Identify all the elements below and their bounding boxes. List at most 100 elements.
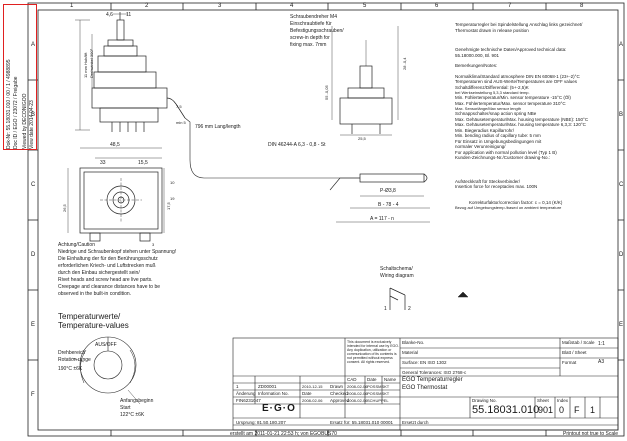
note-line: Schnappschalter/snap action spring NBe <box>455 111 537 116</box>
hub-label: 11 mm Hub/lift <box>83 52 88 79</box>
note-line: Min. Biegeradius Kapillarrohr/ <box>455 127 515 133</box>
start-label-en: Start <box>120 405 131 411</box>
caution-line: Creepage and clearance distances have to… <box>58 284 161 290</box>
note-line: Für Einsatz in Umgebungsbedingungen mit <box>455 138 542 144</box>
sensor-length: B - 78 - 4 <box>378 202 399 208</box>
col-label-6: 6 <box>435 3 439 9</box>
dim-min5: min 5 <box>176 120 186 125</box>
note-line: normaler Verunreinigung/ <box>455 144 506 149</box>
note-line: Min. Fühlertemperatur/Min. sensor temper… <box>455 95 571 100</box>
screw-label: Schraubendreher M4 <box>290 14 337 20</box>
caution-line: durch den Einbau sichergestellt sein/ <box>58 270 140 276</box>
index-label: Index <box>557 398 569 403</box>
sheet-number: 901 <box>538 405 554 415</box>
origin: Ursprung: 81.50.180.207 <box>236 420 286 425</box>
front-view <box>67 147 165 242</box>
note-line: Normalklima/Standard atmosphere DIN EN 6… <box>455 73 580 79</box>
screw-line4: fixing max. 7mm <box>290 42 327 48</box>
col-label-1: 1 <box>70 3 74 9</box>
notes-block: Temperaturregler bei Spindelstellung Ans… <box>455 22 625 210</box>
row-label-d-right: D <box>619 252 624 258</box>
page-number: 1 <box>590 405 596 415</box>
tolerance-label: General Tolerances: ISO 2768-c <box>402 370 467 375</box>
caution-line: observed in the built-in condition. <box>58 291 132 297</box>
sensor-bulb <box>336 173 430 223</box>
approved-date: 2008-02-06 <box>347 398 368 403</box>
screw-line1: Einschraubtiefe für <box>290 21 332 27</box>
format-value: A3 <box>598 359 605 365</box>
footer-created: erstellt am 2011-01-21 22:53 h; von EGOB… <box>230 431 337 437</box>
scale-label: Maßstab / Scale <box>562 340 595 345</box>
dial-off-label: AUS/OFF <box>95 342 117 348</box>
drawing-number: 55.18031.010 <box>472 404 540 416</box>
index-value: 0 <box>559 405 565 415</box>
note-position-de: Temperaturregler bei Spindelstellung Ans… <box>455 22 583 27</box>
checked-name: POSSMSKT <box>367 391 390 396</box>
dim-28: 28 -0,4 <box>402 57 407 70</box>
sheet-no-label: Sheet <box>537 398 549 403</box>
confidential-note: This document is exclusively intended fo… <box>347 340 399 364</box>
drawing-no-label: Drawing No. <box>472 398 497 403</box>
dim-15-5: 15,5 <box>138 160 148 166</box>
row-label-e-right: E <box>619 322 624 328</box>
checked-label: Checked <box>330 391 348 396</box>
dim-19: 19 <box>170 196 175 201</box>
view-stamp: Dok-Nr: 55.18031.010 / 00 / 1 / 4988895 … <box>3 4 37 150</box>
note-line: Kunden-Zeichnungs-Nr./Customer drawing-N… <box>455 155 551 160</box>
row-label-b-right: B <box>619 112 624 118</box>
row-label-c-right: C <box>619 182 624 188</box>
sheet-label: Blatt / Sheet <box>562 350 587 355</box>
title-de: EGO Temperaturregler <box>402 377 463 383</box>
note-line: Max. Fühlertemperatur/Max. sensor temper… <box>455 100 566 106</box>
blank-no-label: Blanke-No. <box>402 340 425 345</box>
ego-logo: E·G·O <box>262 403 296 414</box>
caution-line: Niedrige und Schraubenkopf stehen unter … <box>58 249 177 255</box>
col-label-4: 4 <box>290 3 294 9</box>
caution-title: Achtung/Caution <box>58 242 95 248</box>
note-approval: Geneh­migte technische Daten/Approved te… <box>455 47 567 52</box>
name-label: Name <box>384 377 397 382</box>
dim-26-5: 26,5 <box>62 204 67 212</box>
dim-7-5: 7,5 <box>176 104 182 109</box>
row-label-a: A <box>31 42 36 48</box>
footer-printout: Printout not true to Scale <box>563 431 619 437</box>
side-view <box>75 12 186 132</box>
hub-angle: Drehwinkel 300° <box>89 48 94 78</box>
wiring-diagram <box>389 287 406 310</box>
material-label: Material <box>402 350 419 355</box>
ticket-date: 2008-02-06 <box>302 398 323 403</box>
rotation-label: Drehbereich <box>58 350 86 356</box>
format-label: Format <box>562 360 577 365</box>
row-label-d: D <box>31 252 36 258</box>
sensor-diameter: P-Ø3,8 <box>380 188 396 194</box>
drawn-date: 2008-02-06 <box>347 384 368 389</box>
format-letter: F <box>574 405 580 415</box>
col-label-3: 3 <box>218 3 222 9</box>
mounting-view <box>331 26 399 136</box>
cad-label: CAD <box>347 377 357 382</box>
stamp-line1: Dok-Nr: 55.18031.010 / 00 / 1 / 4988895 <box>6 59 12 149</box>
rev-index: 1 <box>236 384 239 389</box>
caution-line: Rivet heads and screw head are live part… <box>58 277 153 283</box>
replaces: Ersatz für: 55.18031.010 00001 <box>330 420 394 425</box>
sensor-total: A = 117 - n <box>370 216 394 222</box>
start-label: Anfangsbeginn <box>120 398 154 404</box>
date-label: Date <box>367 377 377 382</box>
stamp-line2: Doc ID / EGO / 23072 / Freigabe <box>13 76 19 149</box>
dim-48-5: 48,5 <box>110 142 120 148</box>
frame-outer <box>27 2 625 437</box>
col-label-7: 7 <box>508 3 512 9</box>
note-plug-en: Insertion force for receptacles max. 100… <box>455 184 538 189</box>
drawn-name: POSSMSKT <box>367 384 390 389</box>
checked-date: 2008-02-06 <box>347 391 368 396</box>
note-line: Schaltdifferenz/Differential: (5+-2,5)K <box>455 84 529 90</box>
rotation-value: 190°C ±6K <box>58 366 83 372</box>
temp-values-subtitle: Temperature-values <box>58 321 129 330</box>
note-line: Max. Sensorlänge/Max sensor length <box>455 106 522 111</box>
col-label-8: 8 <box>580 3 584 9</box>
note-line: bei Werkseinstellung 5,3,3 standard temp… <box>455 90 530 95</box>
note-correction: Korrekturfaktor/correction factor: c = 0… <box>469 199 563 205</box>
stamp-view-date: View date 2014-04-23 <box>29 100 35 149</box>
wiring-pin-2: 2 <box>408 306 411 312</box>
dim-11: 11 <box>126 12 132 18</box>
